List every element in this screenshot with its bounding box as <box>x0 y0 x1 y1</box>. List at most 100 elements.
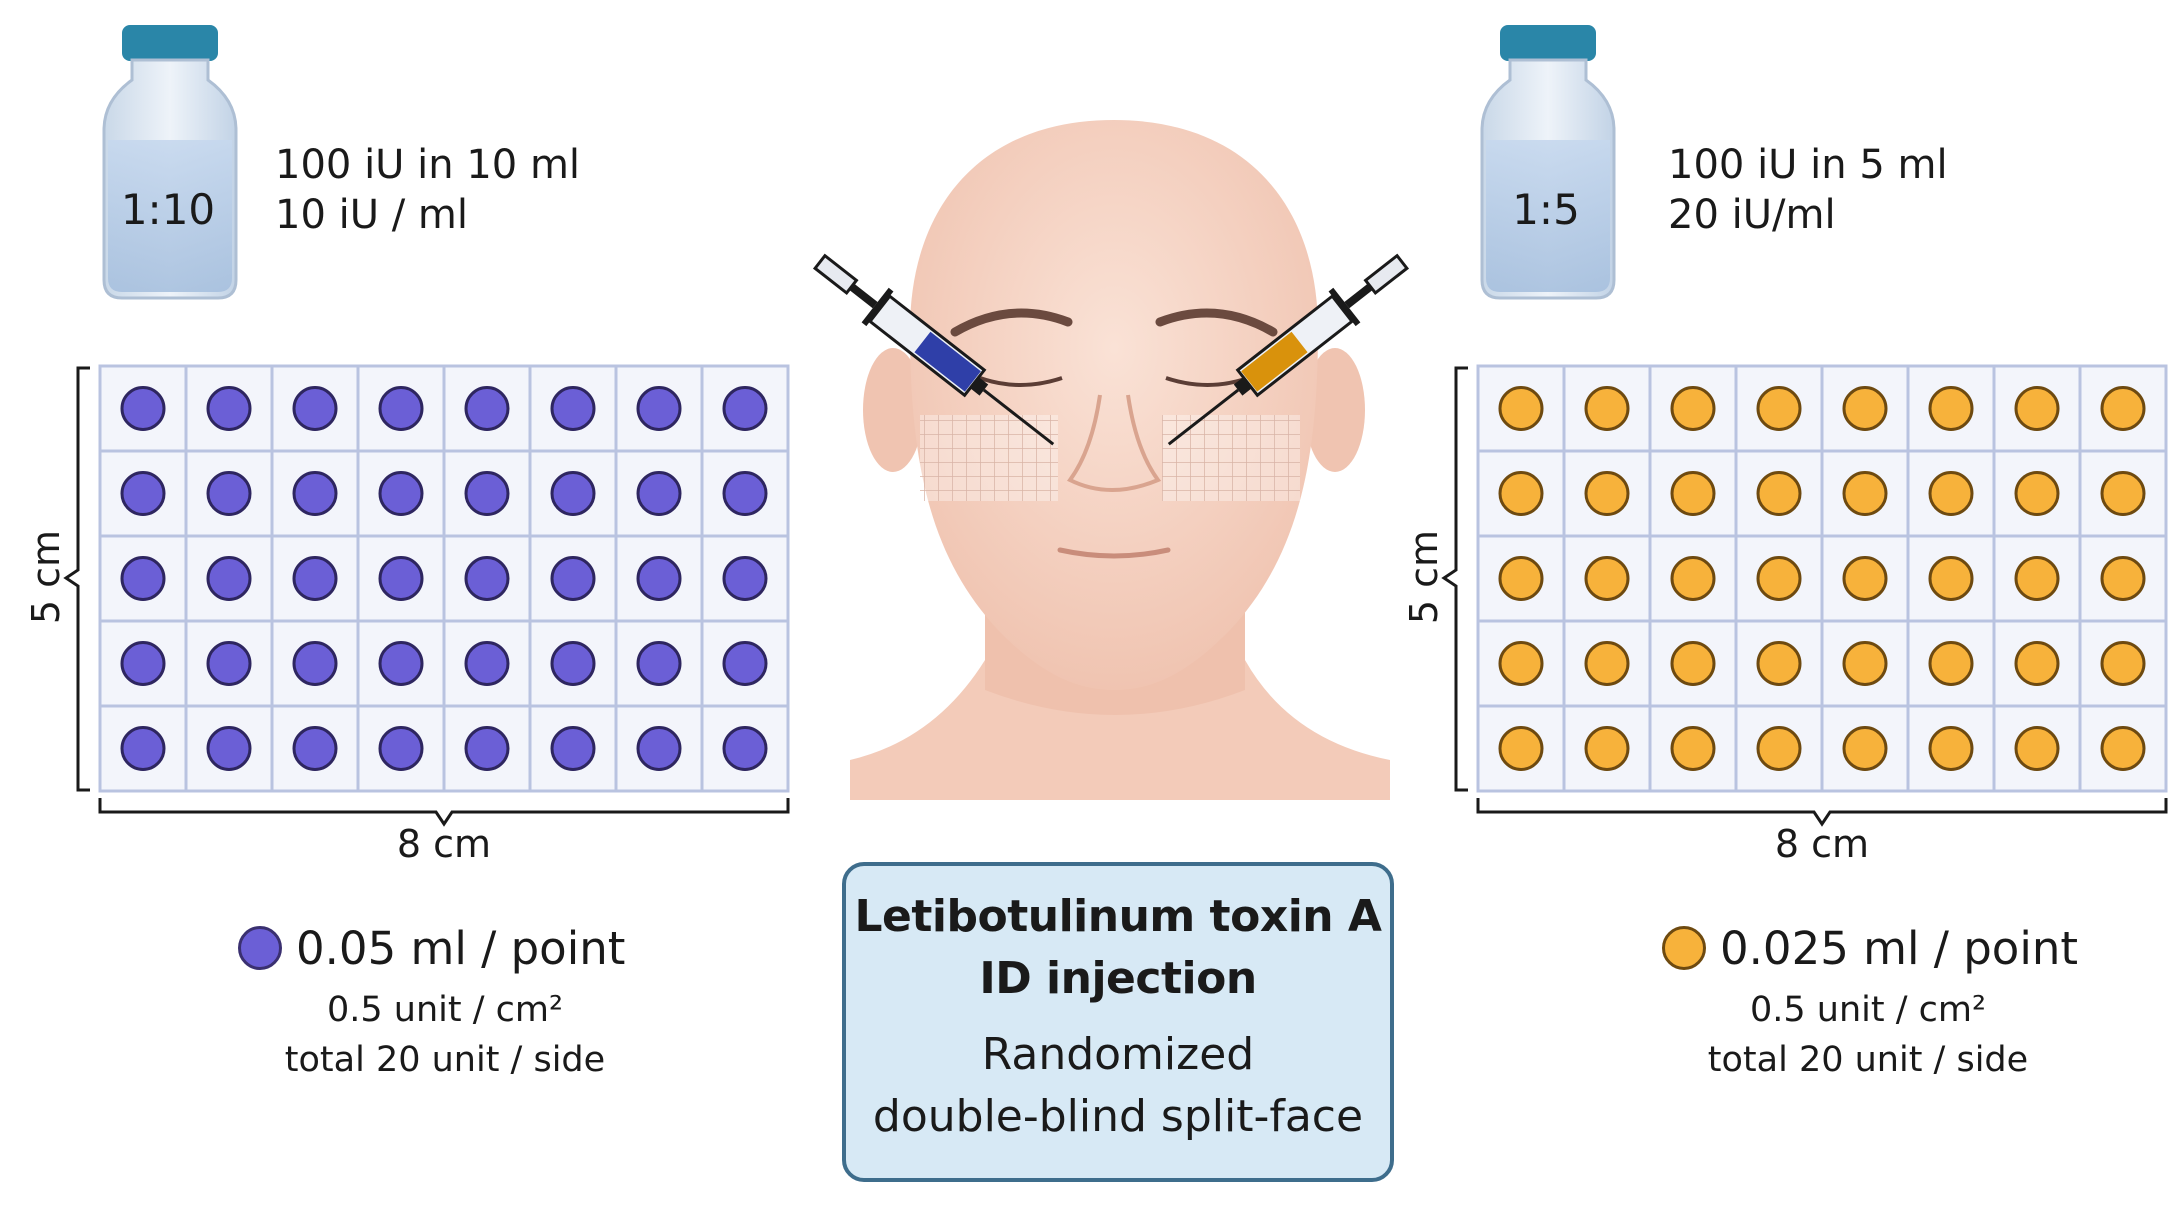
height-label-right: 5 cm <box>1402 529 1446 625</box>
injection-point <box>378 556 424 601</box>
dose-volume-right: 0.025 ml / point <box>1662 922 2078 975</box>
dot-legend-icon-left <box>238 926 282 970</box>
injection-point <box>206 641 252 686</box>
concentration-left-line1: 100 iU in 10 ml <box>275 142 581 188</box>
injection-point <box>636 386 682 431</box>
injection-point <box>2100 556 2146 601</box>
injection-point <box>1498 556 1544 601</box>
concentration-right: 100 iU in 5 ml 20 iU/ml <box>1668 140 1948 240</box>
injection-point <box>1498 641 1544 686</box>
injection-point <box>2014 471 2060 516</box>
injection-point <box>2014 641 2060 686</box>
dose-details-left: 0.5 unit / cm² total 20 unit / side <box>245 985 645 1085</box>
injection-point <box>292 556 338 601</box>
height-brace-left <box>63 366 90 792</box>
injection-point <box>1670 386 1716 431</box>
dose-details-right: 0.5 unit / cm² total 20 unit / side <box>1668 985 2068 1085</box>
injection-point <box>120 556 166 601</box>
injection-point <box>206 556 252 601</box>
dot-legend-icon-right <box>1662 926 1706 970</box>
injection-point <box>2100 641 2146 686</box>
mouth <box>1057 547 1171 559</box>
injection-point <box>1928 556 1974 601</box>
dose-density-left: 0.5 unit / cm² <box>326 990 563 1030</box>
study-title-line1: Letibotulinum toxin A <box>854 891 1382 942</box>
dose-total-left: total 20 unit / side <box>284 1040 606 1080</box>
injection-point <box>1584 641 1630 686</box>
grid-cell <box>1562 704 1652 793</box>
dose-volume-right-text: 0.025 ml / point <box>1720 922 2079 975</box>
syringe-left <box>812 253 1055 446</box>
injection-point <box>722 556 768 601</box>
injection-point <box>1928 641 1974 686</box>
injection-point <box>1670 641 1716 686</box>
injection-point <box>1842 641 1888 686</box>
injection-grid-right <box>1476 364 2168 793</box>
cheek-grid-left <box>920 415 1058 501</box>
injection-point <box>464 556 510 601</box>
eyebrow-left <box>950 308 1073 337</box>
grid-cell <box>356 364 446 453</box>
injection-point <box>1498 471 1544 516</box>
injection-point <box>464 726 510 771</box>
injection-point <box>1756 726 1802 771</box>
injection-point <box>1756 471 1802 516</box>
injection-point <box>636 726 682 771</box>
study-design-line2: double-blind split-face <box>872 1091 1364 1142</box>
injection-point <box>120 471 166 516</box>
neck-shoulders <box>850 660 1390 800</box>
injection-point <box>1842 386 1888 431</box>
injection-point <box>1670 471 1716 516</box>
injection-point <box>550 386 596 431</box>
dose-total-right: total 20 unit / side <box>1707 1040 2029 1080</box>
concentration-left-line2: 10 iU / ml <box>275 192 468 238</box>
ear-right <box>1305 348 1365 472</box>
injection-point <box>1842 726 1888 771</box>
cheek-grid-right <box>1162 415 1300 501</box>
dose-volume-left: 0.05 ml / point <box>238 922 625 975</box>
vial-cap-left <box>122 25 218 61</box>
width-brace-left <box>98 798 790 827</box>
injection-point <box>722 641 768 686</box>
injection-point <box>2100 726 2146 771</box>
vial-cap-right <box>1500 25 1596 61</box>
injection-point <box>1756 641 1802 686</box>
injection-point <box>550 556 596 601</box>
injection-point <box>1842 556 1888 601</box>
injection-point <box>2100 386 2146 431</box>
grid-cell <box>442 364 532 453</box>
injection-point <box>292 386 338 431</box>
injection-point <box>378 641 424 686</box>
injection-point <box>1928 386 1974 431</box>
study-title-line2: ID injection <box>979 953 1257 1004</box>
injection-point <box>1584 726 1630 771</box>
injection-point <box>464 641 510 686</box>
injection-point <box>464 471 510 516</box>
injection-point <box>206 471 252 516</box>
ear-left <box>863 348 923 472</box>
injection-point <box>1498 726 1544 771</box>
vial-right: 1:5 <box>1480 25 1616 300</box>
injection-point <box>1670 556 1716 601</box>
concentration-left: 100 iU in 10 ml 10 iU / ml <box>275 140 580 240</box>
injection-point <box>2014 386 2060 431</box>
injection-point <box>1670 726 1716 771</box>
injection-point <box>722 471 768 516</box>
height-label-left: 5 cm <box>24 529 68 625</box>
eye-left <box>979 376 1063 387</box>
width-label-left: 8 cm <box>396 822 492 866</box>
injection-point <box>1928 726 1974 771</box>
injection-point <box>292 471 338 516</box>
injection-point <box>636 641 682 686</box>
injection-point <box>378 471 424 516</box>
injection-point <box>2100 471 2146 516</box>
injection-point <box>2014 556 2060 601</box>
vial-left: 1:10 <box>102 25 238 300</box>
injection-point <box>1756 386 1802 431</box>
injection-point <box>722 726 768 771</box>
eyebrow-right <box>1155 308 1278 337</box>
injection-point <box>120 726 166 771</box>
study-design-line1: Randomized <box>981 1029 1255 1080</box>
injection-point <box>1928 471 1974 516</box>
